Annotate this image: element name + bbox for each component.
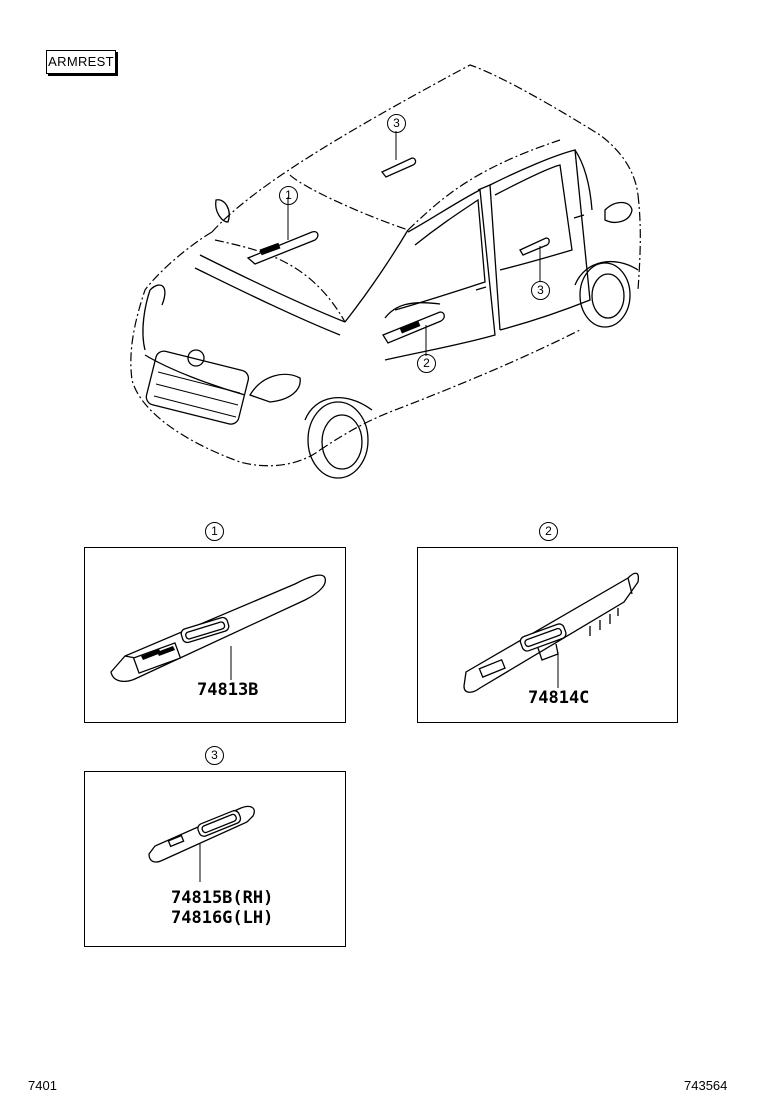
part-number-74813B: 74813B <box>197 680 259 700</box>
armrest-front-part <box>110 574 327 683</box>
callout-1: 1 <box>279 186 298 205</box>
panel-1-index: 1 <box>205 522 224 541</box>
callout-3-rear: 3 <box>531 281 550 300</box>
part-number-74815B-RH: 74815B(RH) <box>171 888 274 908</box>
armrest-door-part <box>463 572 640 693</box>
footer-right-code: 743564 <box>684 1078 728 1093</box>
armrest-rear-part <box>148 805 255 882</box>
callout-3-roof: 3 <box>387 114 406 133</box>
panel-1: 74813B <box>84 547 346 723</box>
footer-left-code: 7401 <box>28 1078 57 1093</box>
armrest-tag: ARMREST <box>46 50 116 74</box>
panel-3-index: 3 <box>205 746 224 765</box>
callout-2: 2 <box>417 354 436 373</box>
panel-2: 74814C <box>417 547 678 723</box>
panel-3: 74815B(RH) 74816G(LH) <box>84 771 346 947</box>
part-number-74814C: 74814C <box>528 688 590 708</box>
panel-2-index: 2 <box>539 522 558 541</box>
part-number-74816G-LH: 74816G(LH) <box>171 908 274 928</box>
